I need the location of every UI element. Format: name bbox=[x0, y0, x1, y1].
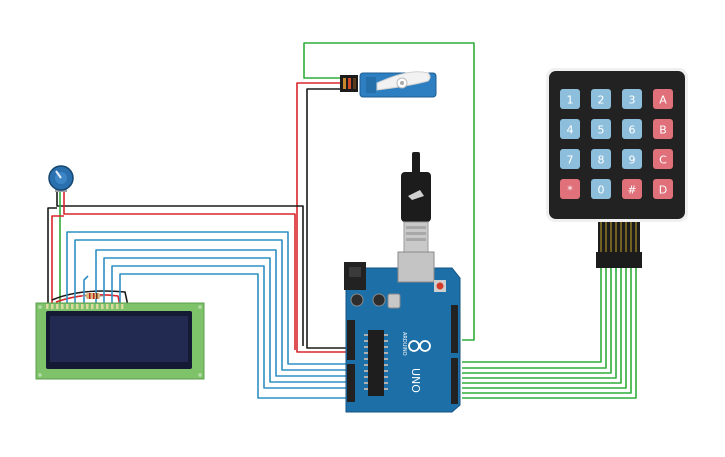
keypad-key-5[interactable]: 5 bbox=[591, 119, 611, 139]
keypad-key-label: # bbox=[627, 184, 636, 197]
keypad-key-label: 0 bbox=[598, 184, 605, 197]
wire-servo-signal[interactable] bbox=[303, 42, 475, 341]
keypad-key-label: 6 bbox=[629, 124, 636, 137]
keypad-key-*[interactable]: * bbox=[560, 179, 580, 199]
wire-pot-ground[interactable] bbox=[56, 190, 304, 346]
arduino-uno-board[interactable]: ARDUINO UNO bbox=[344, 251, 461, 413]
wire-lcd-power[interactable] bbox=[51, 215, 64, 306]
keypad-key-0[interactable]: 0 bbox=[591, 179, 611, 199]
keypad[interactable]: 1 2 3 A 4 5 6 B 7 8 9 C * 0 # D bbox=[546, 68, 688, 268]
wire-lcd-bridge[interactable] bbox=[51, 290, 129, 307]
keypad-key-label: D bbox=[659, 184, 667, 197]
keypad-key-label: 9 bbox=[629, 154, 636, 167]
keypad-key-9[interactable]: 9 bbox=[622, 149, 642, 169]
keypad-wires[interactable] bbox=[462, 268, 637, 399]
keypad-key-7[interactable]: 7 bbox=[560, 149, 580, 169]
keypad-key-C[interactable]: C bbox=[653, 149, 673, 169]
wire-lcd-ground[interactable] bbox=[47, 207, 57, 306]
resistor[interactable] bbox=[82, 293, 104, 299]
keypad-key-B[interactable]: B bbox=[653, 119, 673, 139]
keypad-key-#[interactable]: # bbox=[622, 179, 642, 199]
keypad-ribbon bbox=[596, 222, 642, 268]
usb-cable bbox=[401, 152, 431, 255]
keypad-key-3[interactable]: 3 bbox=[622, 89, 642, 109]
lcd-display[interactable] bbox=[35, 293, 205, 380]
keypad-key-label: 4 bbox=[567, 124, 574, 137]
board-model-label: UNO bbox=[409, 368, 422, 393]
keypad-key-1[interactable]: 1 bbox=[560, 89, 580, 109]
keypad-key-D[interactable]: D bbox=[653, 179, 673, 199]
lcd-data-wires[interactable] bbox=[66, 231, 352, 399]
arduino-logo bbox=[408, 340, 431, 352]
board-brand-label: ARDUINO bbox=[401, 332, 407, 356]
keypad-key-6[interactable]: 6 bbox=[622, 119, 642, 139]
keypad-key-label: 5 bbox=[598, 124, 605, 137]
keypad-key-2[interactable]: 2 bbox=[591, 89, 611, 109]
keypad-key-label: 1 bbox=[567, 94, 574, 107]
keypad-key-label: B bbox=[659, 124, 667, 137]
keypad-key-label: C bbox=[659, 154, 667, 167]
wires bbox=[47, 42, 637, 399]
servo-motor[interactable] bbox=[340, 71, 437, 98]
wire-servo-ground[interactable] bbox=[306, 88, 352, 349]
lcd-pin-header bbox=[46, 304, 124, 309]
keypad-key-label: 2 bbox=[598, 94, 605, 107]
keypad-key-label: * bbox=[567, 184, 573, 197]
keypad-key-label: 7 bbox=[567, 154, 574, 167]
keypad-key-label: A bbox=[659, 94, 667, 107]
keypad-key-8[interactable]: 8 bbox=[591, 149, 611, 169]
potentiometer[interactable] bbox=[48, 165, 74, 192]
keypad-key-4[interactable]: 4 bbox=[560, 119, 580, 139]
keypad-keys: 1 2 3 A 4 5 6 B 7 8 9 C * 0 # D bbox=[560, 89, 673, 199]
keypad-key-label: 3 bbox=[629, 94, 636, 107]
keypad-key-label: 8 bbox=[598, 154, 605, 167]
keypad-key-A[interactable]: A bbox=[653, 89, 673, 109]
lcd-screen bbox=[50, 316, 188, 362]
wire-pot-power[interactable] bbox=[63, 190, 296, 350]
wire-servo-power[interactable] bbox=[296, 82, 352, 353]
